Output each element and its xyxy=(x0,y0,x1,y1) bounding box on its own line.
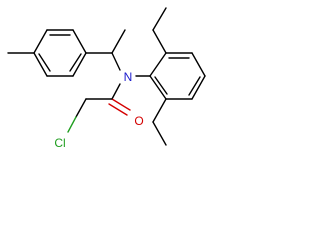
chlorine-label: Cl xyxy=(54,136,65,150)
methylbenzyl-group xyxy=(7,29,126,77)
tolyl-ring-bond xyxy=(72,29,87,54)
n-methine-bond xyxy=(111,52,121,71)
tolyl-double-bond xyxy=(38,53,51,72)
tolyl-ring-bond xyxy=(33,52,48,77)
n-carbonyl-bond xyxy=(111,83,121,100)
ethyl-bond xyxy=(152,121,167,146)
methyl-bond xyxy=(111,29,126,54)
ring-bond xyxy=(149,75,167,100)
ring-bond xyxy=(191,75,206,100)
ring-double-bond xyxy=(154,76,168,95)
ethyl-bond xyxy=(152,98,167,123)
methylene-chlorine-bond xyxy=(75,98,87,118)
oxygen-label: O xyxy=(134,114,143,128)
upper-ethyl-group xyxy=(152,7,167,54)
ring-bond xyxy=(191,52,206,77)
carbonyl-double-bond xyxy=(108,103,128,116)
methylene-chlorine-bond xyxy=(67,116,77,133)
chloroacetyl-group xyxy=(67,98,131,133)
diethylphenyl-ring xyxy=(149,52,206,100)
ring-bond xyxy=(149,52,167,77)
carbonyl-double-bond xyxy=(111,98,131,111)
ring-double-bond xyxy=(188,76,201,96)
amide-nitrogen-bonds xyxy=(111,52,151,100)
ethyl-bond xyxy=(152,29,167,54)
nitrogen-label: N xyxy=(124,70,133,84)
tolyl-double-bond xyxy=(69,53,82,72)
lower-ethyl-group xyxy=(152,98,167,146)
tolyl-ring-bond xyxy=(72,52,87,77)
ethyl-bond xyxy=(152,7,167,31)
molecule-structure: N O Cl xyxy=(7,7,206,150)
tolyl-ring-bond xyxy=(33,29,48,54)
